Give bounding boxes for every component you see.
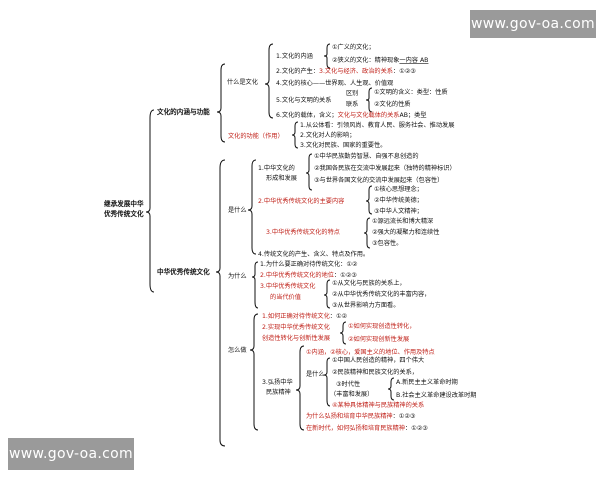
s2-w2: 2.中华优秀传统文化的地位：①②③ (260, 271, 357, 279)
s2-w3-a: 3.中华优秀传统文化 (260, 282, 315, 290)
s1-what-brace (264, 43, 274, 119)
s1-wm-lianxi: 联系 (346, 100, 358, 108)
s2-xc2: ②我国各民族在交流中发展起来（独特的精神标识） (314, 164, 456, 172)
s2-sd2: B.社会主义革命建设改革时期 (396, 391, 476, 399)
s2-zenmezuo-brace (249, 313, 259, 431)
s1-neihan-brace (323, 43, 331, 69)
s1-wm-q2: ②文化的性质 (374, 100, 410, 108)
s1-n2: ②狭义的文化：精神现象一内容 AB (332, 56, 428, 64)
watermark-bottom: www.gov-oa.com (8, 438, 134, 470)
s2-item4: 4.传统文化的产生、含义、特点及作用。 (258, 250, 369, 258)
s2-xingcheng-b: 形成和发展 (266, 174, 297, 182)
s2-brace (215, 159, 226, 447)
s2-z2-b: 创造性转化与创新性发展 (262, 334, 330, 342)
s2-z2-brace (339, 321, 347, 345)
s2-weishenme-brace (251, 261, 259, 309)
s2-shishenme: 是什么 (228, 206, 247, 214)
root-line1: 继承发展中华 (104, 199, 144, 208)
s2-xingcheng-brace (305, 153, 313, 191)
root-brace (145, 109, 155, 293)
s1-n1: ①广义的文化； (332, 43, 375, 51)
s1-gongneng: 文化的功能（作用） (228, 132, 284, 140)
s2-hongyang-a: 3.弘扬中华 (262, 378, 293, 386)
s2-tedian-brace (363, 217, 371, 249)
s2-td3: ③包容性。 (372, 239, 402, 247)
s1-gongneng-brace (291, 121, 299, 149)
s1-wenming: 5.文化与文明的关系 (276, 96, 331, 104)
s2-neirong: 2.中华优秀传统文化的主要内容 (258, 197, 344, 205)
s2-xinshidai: 在新时代，如何弘扬和培育民族精神：①②③ (306, 424, 428, 432)
s2-z1: 1.如何正确对待传统文化：①② (262, 312, 348, 320)
s2-j1: ①中国人民创造的精神，四个伟大 (332, 356, 424, 364)
s2-weishenme: 为什么 (228, 272, 247, 280)
s1-gn3: 3.文化对民族、国家的重要性。 (300, 141, 386, 149)
s2-td2: ②强大的凝聚力和连续性 (372, 228, 439, 236)
root-line2: 优秀传统文化 (104, 209, 144, 218)
watermark-top: www.gov-oa.com (470, 10, 596, 38)
s2-w1: 1.为什么要正确对待传统文化：①② (260, 260, 358, 268)
s2-w3-b: 的当代价值 (270, 293, 301, 301)
s2-j4: ④某种具体精神与民族精神的关系 (332, 401, 424, 409)
s2-w3-brace (323, 279, 331, 309)
s2-hongyang-brace (295, 345, 305, 431)
s2-j2: ②民族精神和民族文化的关系， (332, 368, 418, 376)
s2-xc3: ③与世界各国文化的交流中发展起来（包容性） (314, 176, 443, 184)
s2-w3-2: ②从中华优秀传统文化的丰富内容， (332, 290, 430, 298)
s2-z2-1: ①如何实现创造性转化， (348, 322, 415, 330)
s2-z2-a: 2.实现中华优秀传统文化 (262, 323, 330, 331)
s2-shishenme2: 是什么 (306, 370, 325, 378)
s1-neihan: 1.文化的内涵 (276, 52, 313, 60)
s2-xingcheng-a: 1.中华文化的 (258, 164, 295, 172)
s2-nr1: ①核心思想理念； (374, 185, 423, 193)
s1-wm-qubie: 区别 (346, 89, 358, 97)
s2-neirong-brace (365, 185, 373, 215)
s1-hexin: 4.文化的核心——世界观、人生观、价值观 (276, 79, 393, 87)
s2-nr2: ②中华传统美德； (374, 196, 423, 204)
s2-fengfu: （丰富和发展） (330, 390, 373, 398)
s2-shidai-brace (387, 377, 395, 401)
s1-chansheng: 2.文化的产生：3.文化与经济、政治的关系：①②③ (276, 67, 416, 75)
s1-wm-brace (365, 87, 373, 113)
s2-w3-3: ③从世界影响力方面看。 (332, 301, 399, 309)
s2-zenmezuo: 怎么做 (228, 346, 247, 354)
s2-shidai: ③时代性 (336, 380, 360, 388)
s2-shishenme-brace (247, 159, 257, 255)
s1-gn2: 2.文化对人的影响； (300, 131, 355, 139)
s2-shishenme2-brace (323, 357, 331, 407)
s2-td1: ①源远流长和博大精深 (372, 217, 433, 225)
s2-z2-2: ②如何实现创新性发展 (348, 335, 409, 343)
s2-xc1: ①中华民族勤劳智慧、自强不息创造的 (314, 152, 419, 160)
s1-zaiti: 6.文化的载体，含义；文化与文化载体的关系AB；类型 (276, 111, 427, 119)
s1-what: 什么是文化 (227, 78, 258, 86)
s1-title: 文化的内涵与功能 (157, 107, 210, 116)
s2-hongyang-b: 民族精神 (266, 388, 291, 396)
s1-gn1: 1.从公体看：引领风尚、教育人民、服务社会、推动发展 (300, 121, 454, 129)
s2-why: 为什么弘扬和培育中华民族精神：①②③ (306, 412, 416, 420)
s2-sd1: A.新民主主义革命时期 (396, 378, 458, 386)
s2-jingshen: ①内涵，②核心，爱国主义的地位、作用及特点 (306, 348, 435, 356)
s1-brace (216, 63, 226, 143)
s2-tedian: 3.中华优秀传统文化的特点 (266, 228, 340, 236)
s1-wm-q1: ①文明的含义：类型：性质 (374, 88, 448, 96)
s2-title: 中华优秀传统文化 (157, 267, 210, 276)
s2-nr3: ③中华人文精神； (374, 207, 423, 215)
s2-w3-1: ①从文化与民族的关系上， (332, 279, 406, 287)
